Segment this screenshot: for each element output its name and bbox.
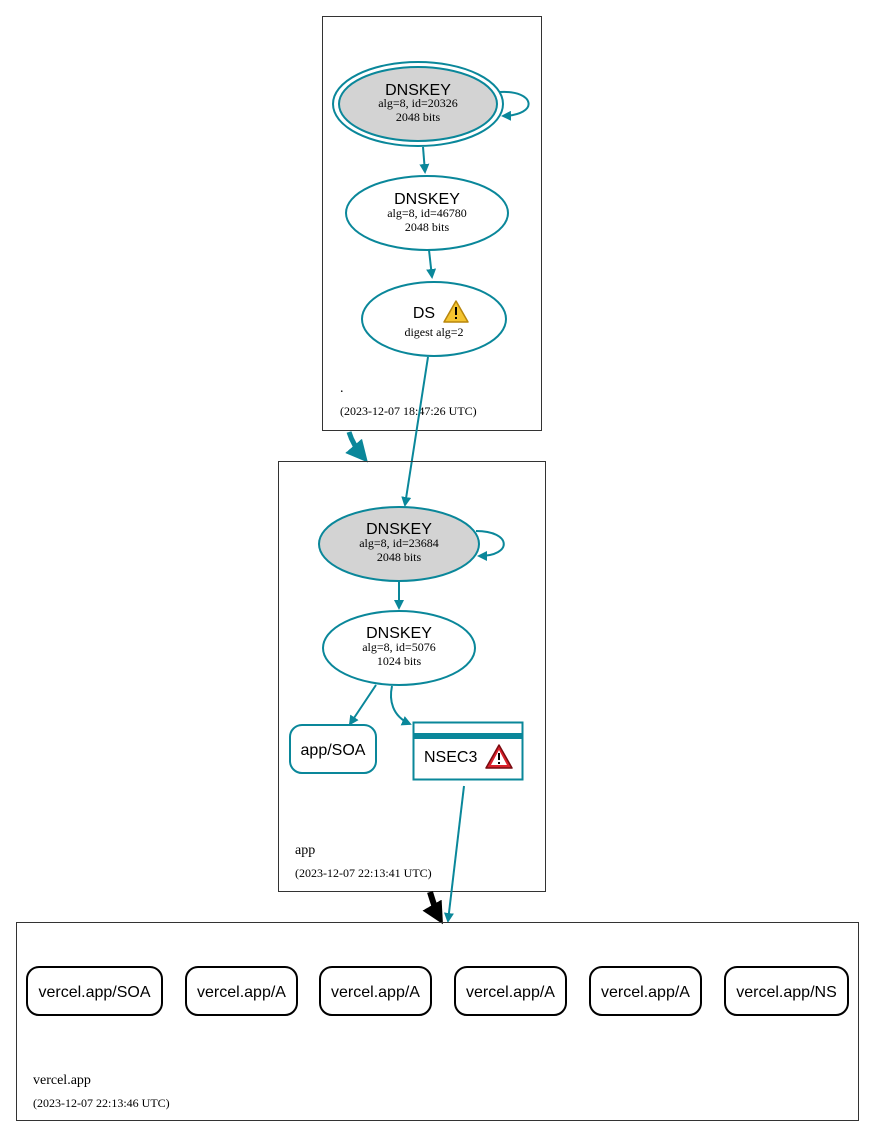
edge-ds-to-app-ksk (401, 356, 429, 507)
edge-app-zsk-to-soa (348, 684, 377, 726)
app-ksk-title: DNSKEY (366, 521, 432, 538)
vercel-record-a-1[interactable]: vercel.app/A (185, 966, 298, 1016)
vercel-record-soa[interactable]: vercel.app/SOA (26, 966, 163, 1016)
zone-vercel-timestamp: (2023-12-07 22:13:46 UTC) (33, 1096, 170, 1110)
app-nsec3-node[interactable]: NSEC3 (412, 721, 524, 781)
root-zsk-alg: alg=8, id=46780 (387, 206, 467, 220)
app-ksk-size: 2048 bits (377, 550, 422, 564)
record-label: vercel.app/A (601, 984, 690, 1001)
zone-app-name: app (295, 843, 315, 858)
warning-icon (443, 300, 469, 323)
app-zsk-size: 1024 bits (377, 654, 422, 668)
root-ksk-alg: alg=8, id=20326 (378, 96, 458, 110)
root-ksk-title: DNSKEY (385, 82, 451, 99)
vercel-record-a-2[interactable]: vercel.app/A (319, 966, 432, 1016)
vercel-record-a-3[interactable]: vercel.app/A (454, 966, 567, 1016)
zone-root-timestamp: (2023-12-07 18:47:26 UTC) (340, 404, 477, 418)
app-ksk-node[interactable]: DNSKEY alg=8, id=23684 2048 bits (318, 506, 480, 582)
zone-vercel-name: vercel.app (33, 1073, 91, 1088)
error-icon (485, 744, 513, 769)
record-label: vercel.app/A (197, 984, 286, 1001)
edge-root-zsk-to-ds (426, 249, 437, 279)
root-ds-title: DS (413, 305, 435, 322)
root-zsk-node[interactable]: DNSKEY alg=8, id=46780 2048 bits (345, 175, 509, 251)
app-soa-node[interactable]: app/SOA (289, 724, 377, 774)
app-zsk-node[interactable]: DNSKEY alg=8, id=5076 1024 bits (322, 610, 476, 686)
root-ksk-node[interactable]: DNSKEY alg=8, id=20326 2048 bits (332, 61, 504, 147)
record-label: vercel.app/SOA (38, 984, 150, 1001)
root-ds-node[interactable]: DS digest alg=2 (361, 281, 507, 357)
app-ksk-alg: alg=8, id=23684 (359, 536, 439, 550)
root-ksk-size: 2048 bits (396, 110, 441, 124)
app-soa-label: app/SOA (301, 742, 366, 759)
root-ksk-self-edge (499, 90, 530, 121)
record-label: vercel.app/A (331, 984, 420, 1001)
root-zsk-title: DNSKEY (394, 191, 460, 208)
root-zsk-size: 2048 bits (405, 220, 450, 234)
vercel-record-ns[interactable]: vercel.app/NS (724, 966, 849, 1016)
zone-app-timestamp: (2023-12-07 22:13:41 UTC) (295, 866, 432, 880)
edge-root-ksk-to-zsk (419, 146, 430, 174)
zone-root: . (2023-12-07 18:47:26 UTC) (322, 16, 542, 431)
record-label: vercel.app/NS (736, 984, 837, 1001)
app-zsk-alg: alg=8, id=5076 (362, 640, 436, 654)
edge-app-zsk-to-nsec3 (390, 685, 412, 726)
app-ksk-self-edge (475, 530, 505, 561)
app-zsk-title: DNSKEY (366, 625, 432, 642)
record-label: vercel.app/A (466, 984, 555, 1001)
zone-app: app (2023-12-07 22:13:41 UTC) (278, 461, 546, 892)
app-nsec3-label: NSEC3 (424, 749, 477, 766)
zone-root-name: . (340, 381, 344, 396)
delegation-app-to-vercel (422, 891, 443, 925)
zone-vercel: vercel.app (2023-12-07 22:13:46 UTC) (16, 922, 859, 1121)
delegation-root-to-app (345, 431, 368, 463)
root-ds-digest: digest alg=2 (404, 325, 463, 339)
vercel-record-a-4[interactable]: vercel.app/A (589, 966, 702, 1016)
vercel-records: vercel.app/SOA vercel.app/A vercel.app/A… (26, 966, 849, 1016)
edge-nsec3-to-vercel (443, 785, 465, 923)
